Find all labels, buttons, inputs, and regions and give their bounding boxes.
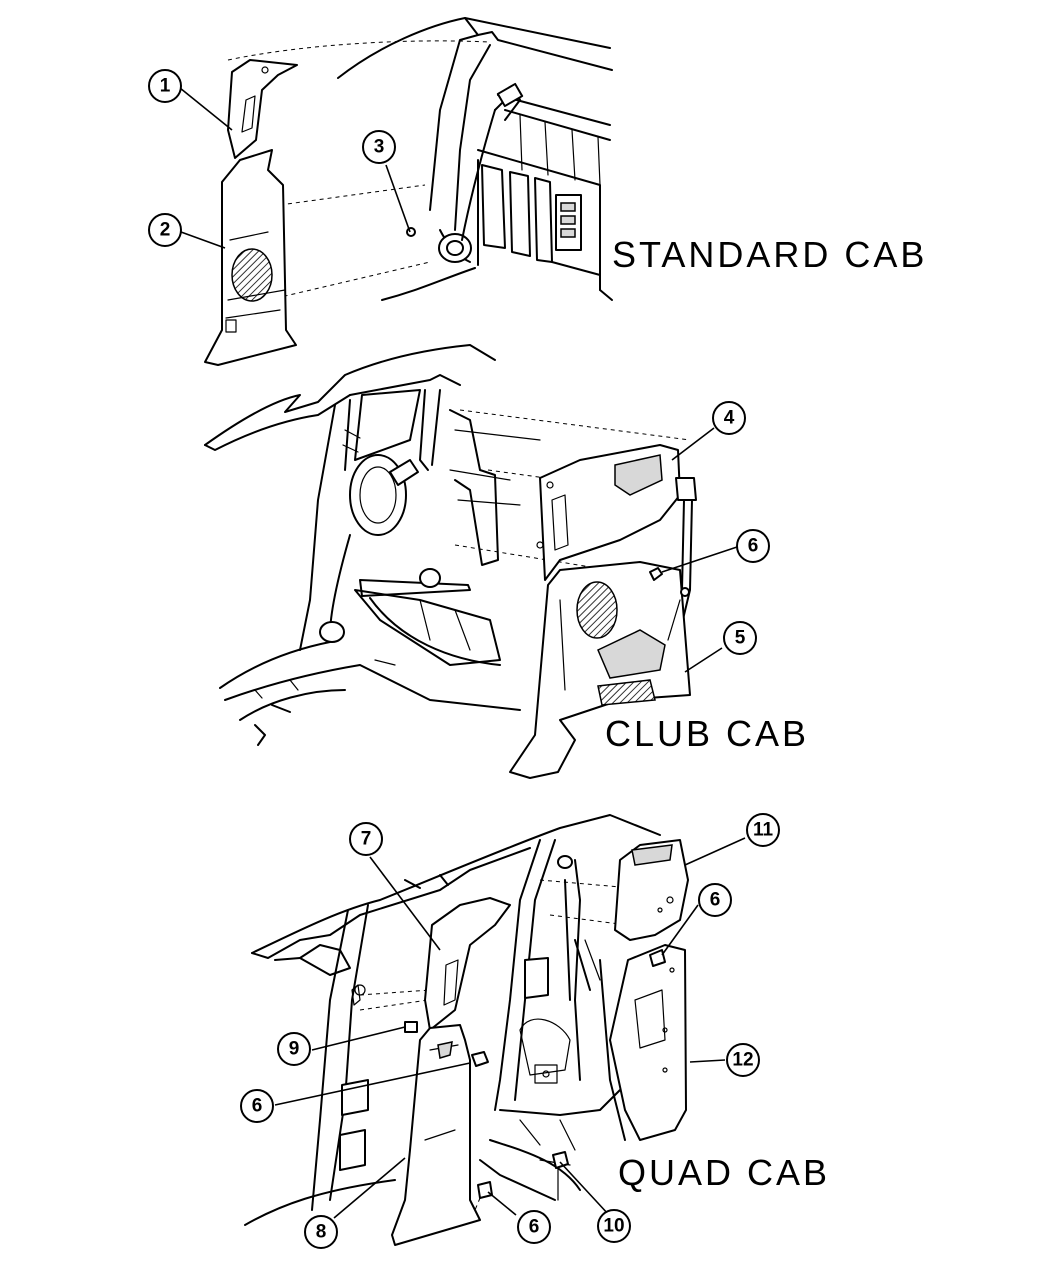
svg-text:6: 6 <box>710 890 721 911</box>
callout-10: 10 <box>597 1209 631 1243</box>
svg-text:7: 7 <box>361 829 372 850</box>
club-cab-label: CLUB CAB <box>605 713 809 754</box>
callout-6-quad-lower: 6 <box>517 1210 551 1244</box>
svg-text:10: 10 <box>603 1216 624 1237</box>
svg-text:3: 3 <box>374 137 385 158</box>
callout-5: 5 <box>723 621 757 655</box>
standard-cab-illustration <box>204 17 613 366</box>
standard-cab-label: STANDARD CAB <box>612 234 927 275</box>
svg-text:6: 6 <box>252 1096 263 1117</box>
svg-text:6: 6 <box>529 1217 540 1238</box>
callout-6-club: 6 <box>736 529 770 563</box>
svg-text:12: 12 <box>732 1050 753 1071</box>
callout-2: 2 <box>148 213 182 247</box>
callout-7: 7 <box>349 822 383 856</box>
callout-12: 12 <box>726 1043 760 1077</box>
callout-11: 11 <box>746 813 780 847</box>
callout-9: 9 <box>277 1032 311 1066</box>
svg-text:9: 9 <box>289 1039 300 1060</box>
callout-1: 1 <box>148 69 182 103</box>
quad-cab-label: QUAD CAB <box>618 1152 830 1193</box>
svg-text:8: 8 <box>316 1222 327 1243</box>
callout-6-quad-middle: 6 <box>240 1089 274 1123</box>
svg-text:11: 11 <box>753 820 774 841</box>
svg-text:4: 4 <box>724 408 735 429</box>
svg-text:1: 1 <box>160 76 171 97</box>
quad-cab-illustration <box>244 814 689 1246</box>
callout-6-quad-upper: 6 <box>698 883 732 917</box>
callout-3: 3 <box>362 130 396 164</box>
callout-4: 4 <box>712 401 746 435</box>
svg-text:2: 2 <box>160 220 171 241</box>
callout-8: 8 <box>304 1215 338 1249</box>
leader-lines <box>179 87 746 1219</box>
club-cab-illustration <box>204 344 697 779</box>
svg-text:6: 6 <box>748 536 759 557</box>
svg-text:5: 5 <box>735 628 746 649</box>
